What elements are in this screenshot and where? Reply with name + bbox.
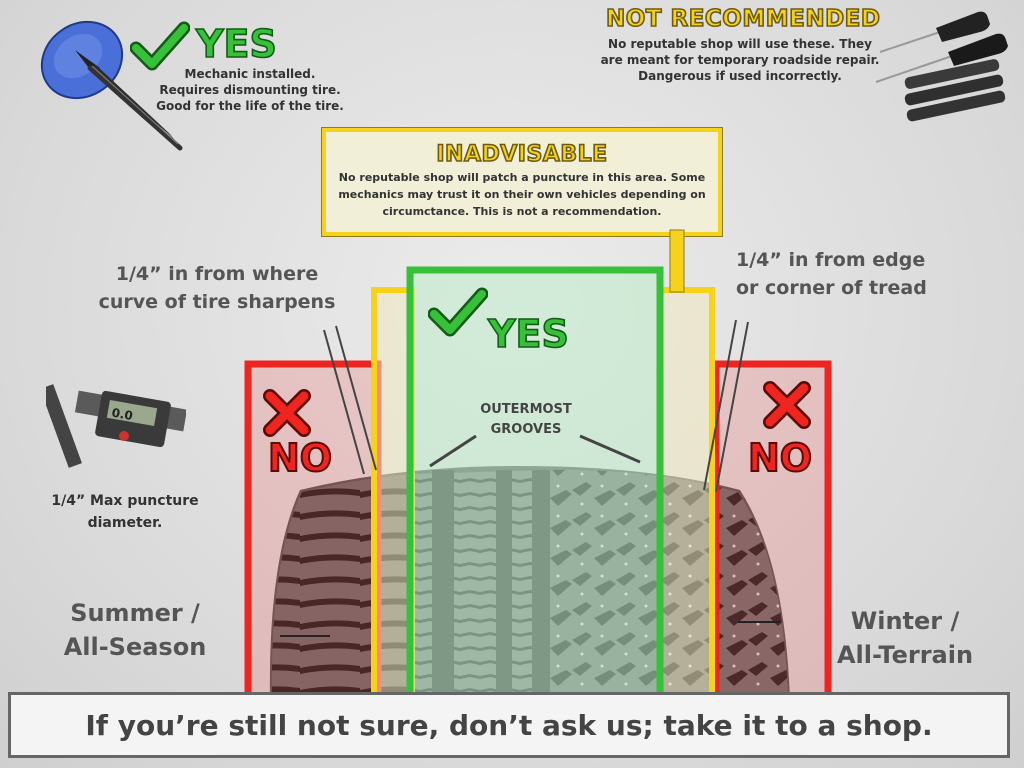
x-mark-icon	[263, 389, 311, 437]
checkmark-icon	[428, 287, 488, 337]
inadvisable-description: No reputable shop will patch a puncture …	[326, 169, 718, 220]
text-line: 1/4” Max puncture	[51, 493, 199, 509]
not-recommended-title: NOT RECOMMENDED	[605, 5, 881, 33]
right-measure-label: 1/4” in from edge or corner of tread	[736, 246, 936, 302]
plug-patch-icon	[40, 20, 183, 151]
tire-type-left: Summer / All-Season	[50, 596, 220, 664]
plug-tools-icon	[875, 11, 1008, 122]
text-line: Dangerous if used incorrectly.	[638, 69, 842, 83]
inadvisable-title: INADVISABLE	[436, 141, 608, 168]
caliper-note: 1/4” Max puncture diameter.	[40, 490, 210, 534]
checkmark-icon	[130, 21, 190, 71]
inadvisable-box: INADVISABLE No reputable shop will patch…	[322, 128, 722, 236]
groove-pointer-right	[579, 434, 641, 464]
left-measure-label: 1/4” in from where curve of tire sharpen…	[92, 260, 342, 316]
top-left-description: Mechanic installed. Requires dismounting…	[140, 66, 360, 114]
text-line: or corner of tread	[736, 277, 927, 299]
svg-text:0.0: 0.0	[111, 406, 134, 423]
text-line: 1/4” in from where	[115, 263, 319, 285]
text-line: Good for the life of the tire.	[156, 99, 344, 113]
text-line: All-Terrain	[836, 641, 974, 669]
text-line: No reputable shop will use these. They	[608, 37, 872, 51]
text-line: Summer /	[70, 599, 200, 627]
text-line: circumctance. This is not a recommendati…	[382, 205, 662, 218]
center-yes-title: YES	[487, 311, 569, 357]
top-left-yes-title: YES	[195, 21, 277, 67]
measure-line-left-a	[323, 329, 365, 475]
text-line: Requires dismounting tire.	[159, 83, 341, 97]
text-line: are meant for temporary roadside repair.	[600, 53, 880, 67]
yes-zone-center	[406, 266, 664, 704]
no-left-label: NO	[267, 435, 333, 481]
not-recommended-description: No reputable shop will use these. They a…	[592, 36, 888, 84]
footer-banner: If you’re still not sure, don’t ask us; …	[8, 692, 1010, 758]
text-line: curve of tire sharpens	[98, 291, 336, 313]
measure-line-right-a	[703, 319, 737, 491]
text-line: GROOVES	[490, 422, 562, 437]
outermost-grooves-label: OUTERMOST GROOVES	[456, 400, 596, 440]
text-line: All-Season	[63, 633, 207, 661]
inadvisable-zone-right	[657, 287, 715, 703]
text-line: No reputable shop will patch a puncture …	[338, 171, 706, 184]
inadvisable-connector	[669, 229, 685, 293]
inadvisable-zone-left	[371, 287, 415, 703]
footer-text: If you’re still not sure, don’t ask us; …	[85, 708, 933, 742]
measure-line-right-b	[715, 321, 749, 493]
tire-type-right: Winter / All-Terrain	[822, 604, 988, 672]
caliper-icon: 0.0	[46, 384, 186, 468]
text-line: diameter.	[87, 515, 163, 531]
text-line: OUTERMOST	[480, 402, 572, 417]
text-line: Winter /	[850, 607, 960, 635]
text-line: mechanics may trust it on their own vehi…	[338, 188, 706, 201]
groove-pointer-left	[429, 434, 477, 468]
no-right-label: NO	[747, 435, 813, 481]
text-line: 1/4” in from edge	[736, 249, 926, 271]
x-mark-icon	[763, 381, 811, 429]
text-line: Mechanic installed.	[184, 67, 316, 81]
measure-line-left-b	[335, 325, 377, 471]
